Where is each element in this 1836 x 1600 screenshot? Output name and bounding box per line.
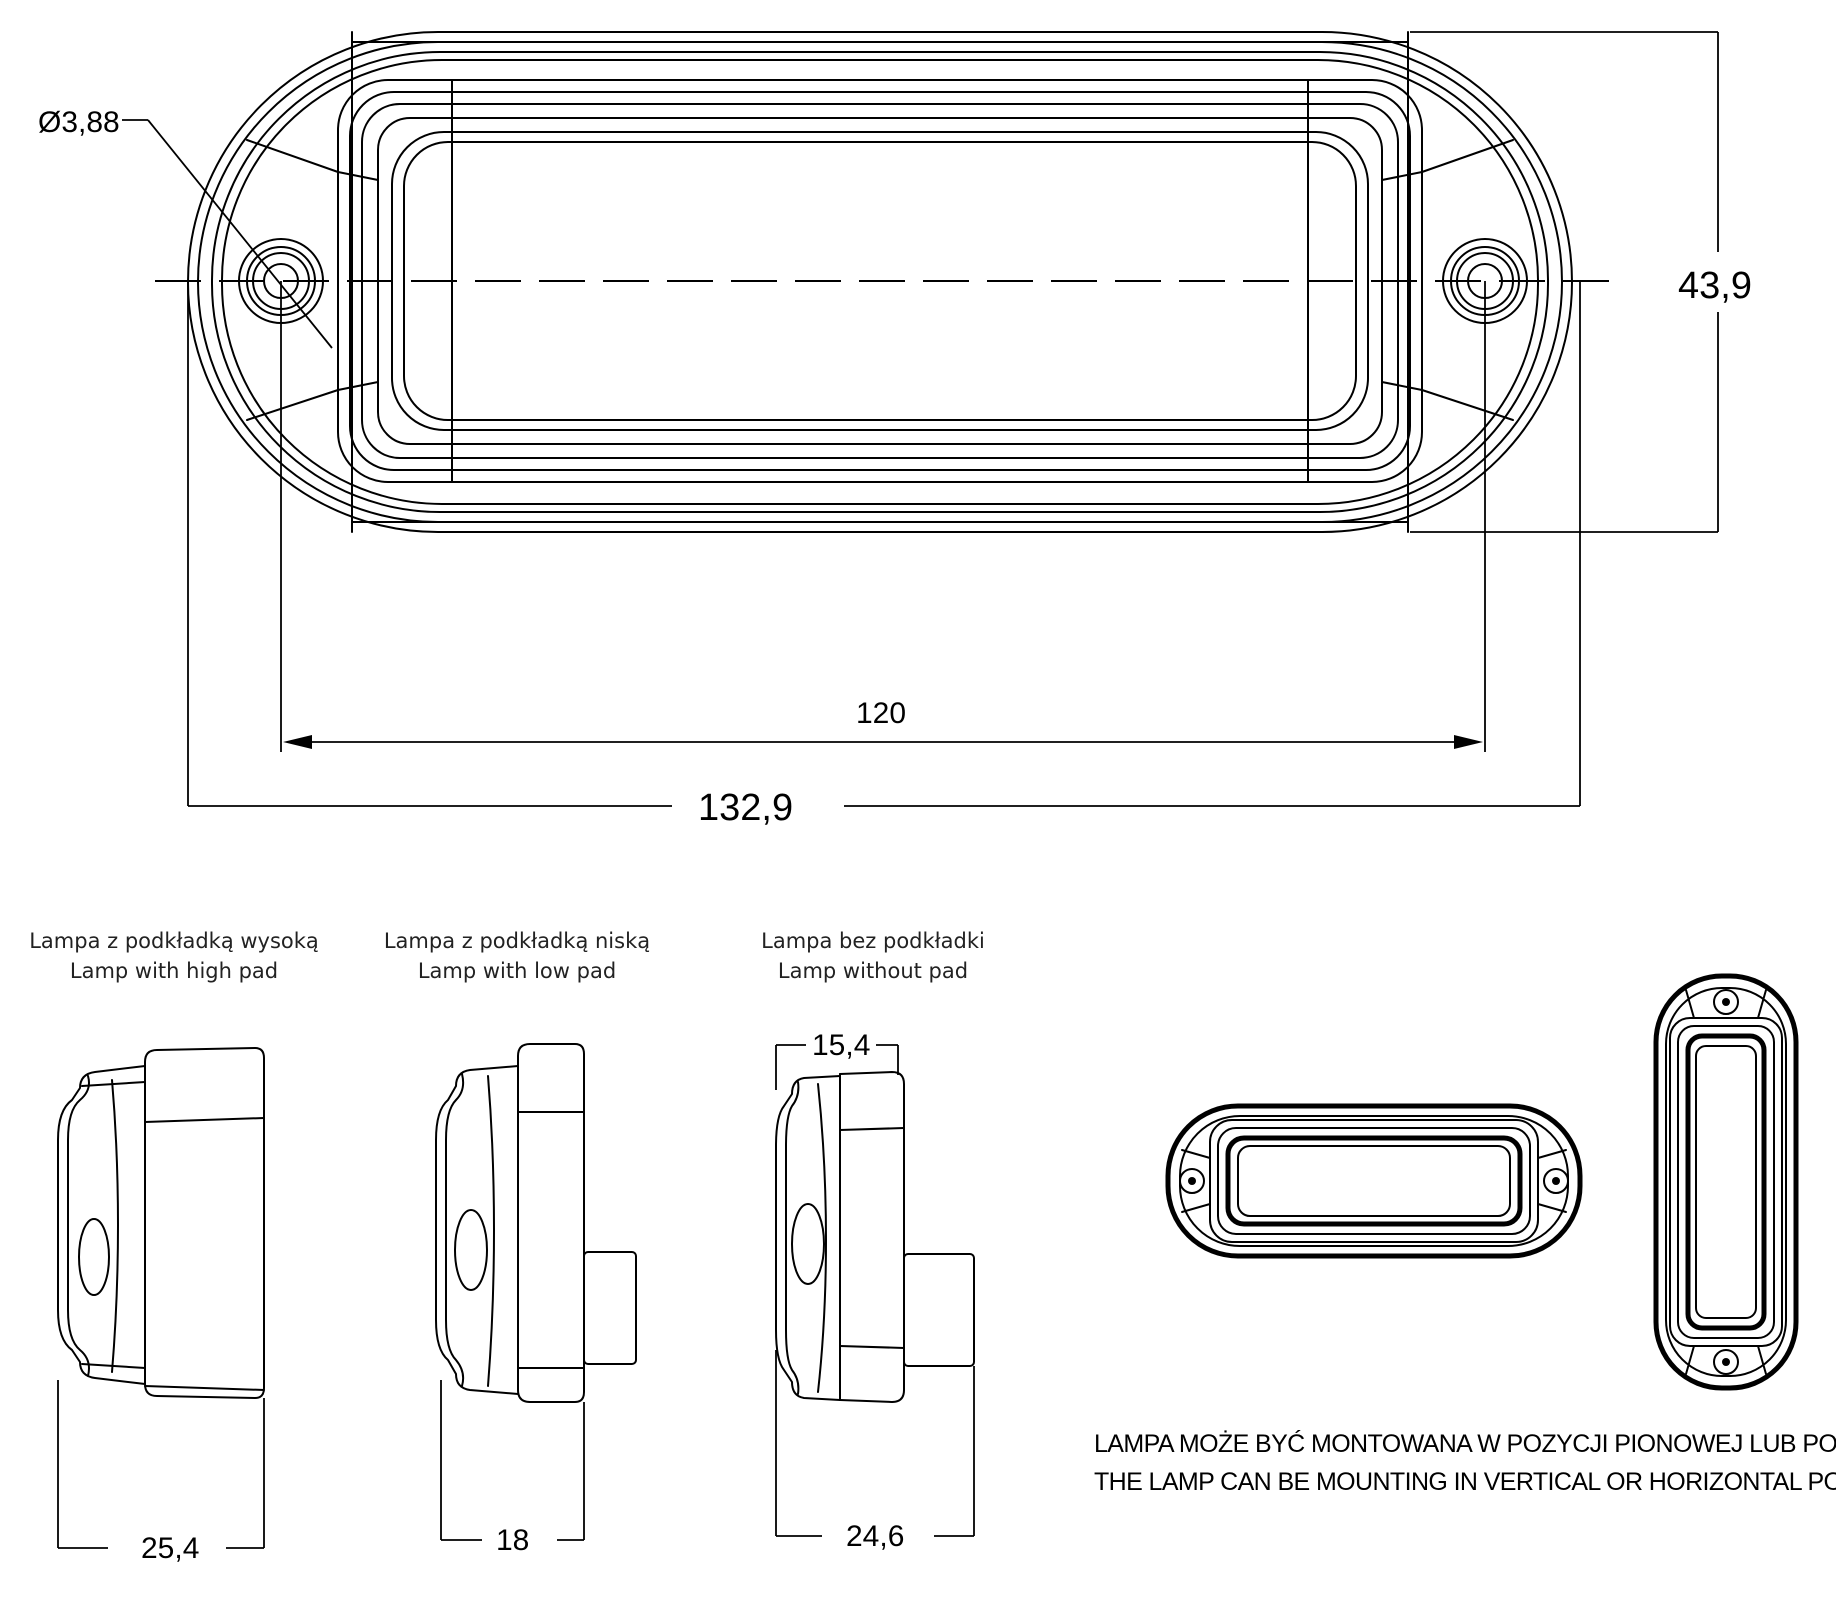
overall-length-label: 132,9 xyxy=(698,787,793,829)
side-view-high-pad: Lampa z podkładką wysoką Lamp with high … xyxy=(29,929,319,1565)
no-pad-depth-label: 24,6 xyxy=(846,1520,904,1553)
mounting-note-pl: LAMPA MOŻE BYĆ MONTOWANA W POZYCJI PIONO… xyxy=(1094,1429,1836,1458)
bezel-outline xyxy=(337,79,1423,483)
high-pad-depth-label: 25,4 xyxy=(141,1532,199,1565)
horizontal-mounting-illustration xyxy=(1165,1103,1583,1259)
no-pad-label-pl: Lampa bez podkładki xyxy=(761,929,985,953)
low-pad-depth-label: 18 xyxy=(496,1524,529,1557)
vertical-mounting-illustration xyxy=(1653,973,1799,1391)
high-pad-label-pl: Lampa z podkładką wysoką xyxy=(29,929,319,953)
side-view-no-pad: Lampa bez podkładki Lamp without pad 15,… xyxy=(761,929,985,1553)
height-dimension-label: 43,9 xyxy=(1678,265,1752,307)
high-pad-label-en: Lamp with high pad xyxy=(70,959,278,983)
no-pad-label-en: Lamp without pad xyxy=(778,959,968,983)
low-pad-label-pl: Lampa z podkładką niską xyxy=(384,929,650,953)
low-pad-label-en: Lamp with low pad xyxy=(418,959,616,983)
front-view: Ø3,88 43,9 120 132,9 xyxy=(38,31,1752,829)
mounting-note-en: THE LAMP CAN BE MOUNTING IN VERTICAL OR … xyxy=(1094,1468,1836,1496)
side-view-low-pad: Lampa z podkładką niską Lamp with low pa… xyxy=(384,929,650,1557)
hole-spacing-label: 120 xyxy=(856,697,906,730)
lens-depth-label: 15,4 xyxy=(812,1029,870,1062)
hole-diameter-label: Ø3,88 xyxy=(38,106,120,139)
